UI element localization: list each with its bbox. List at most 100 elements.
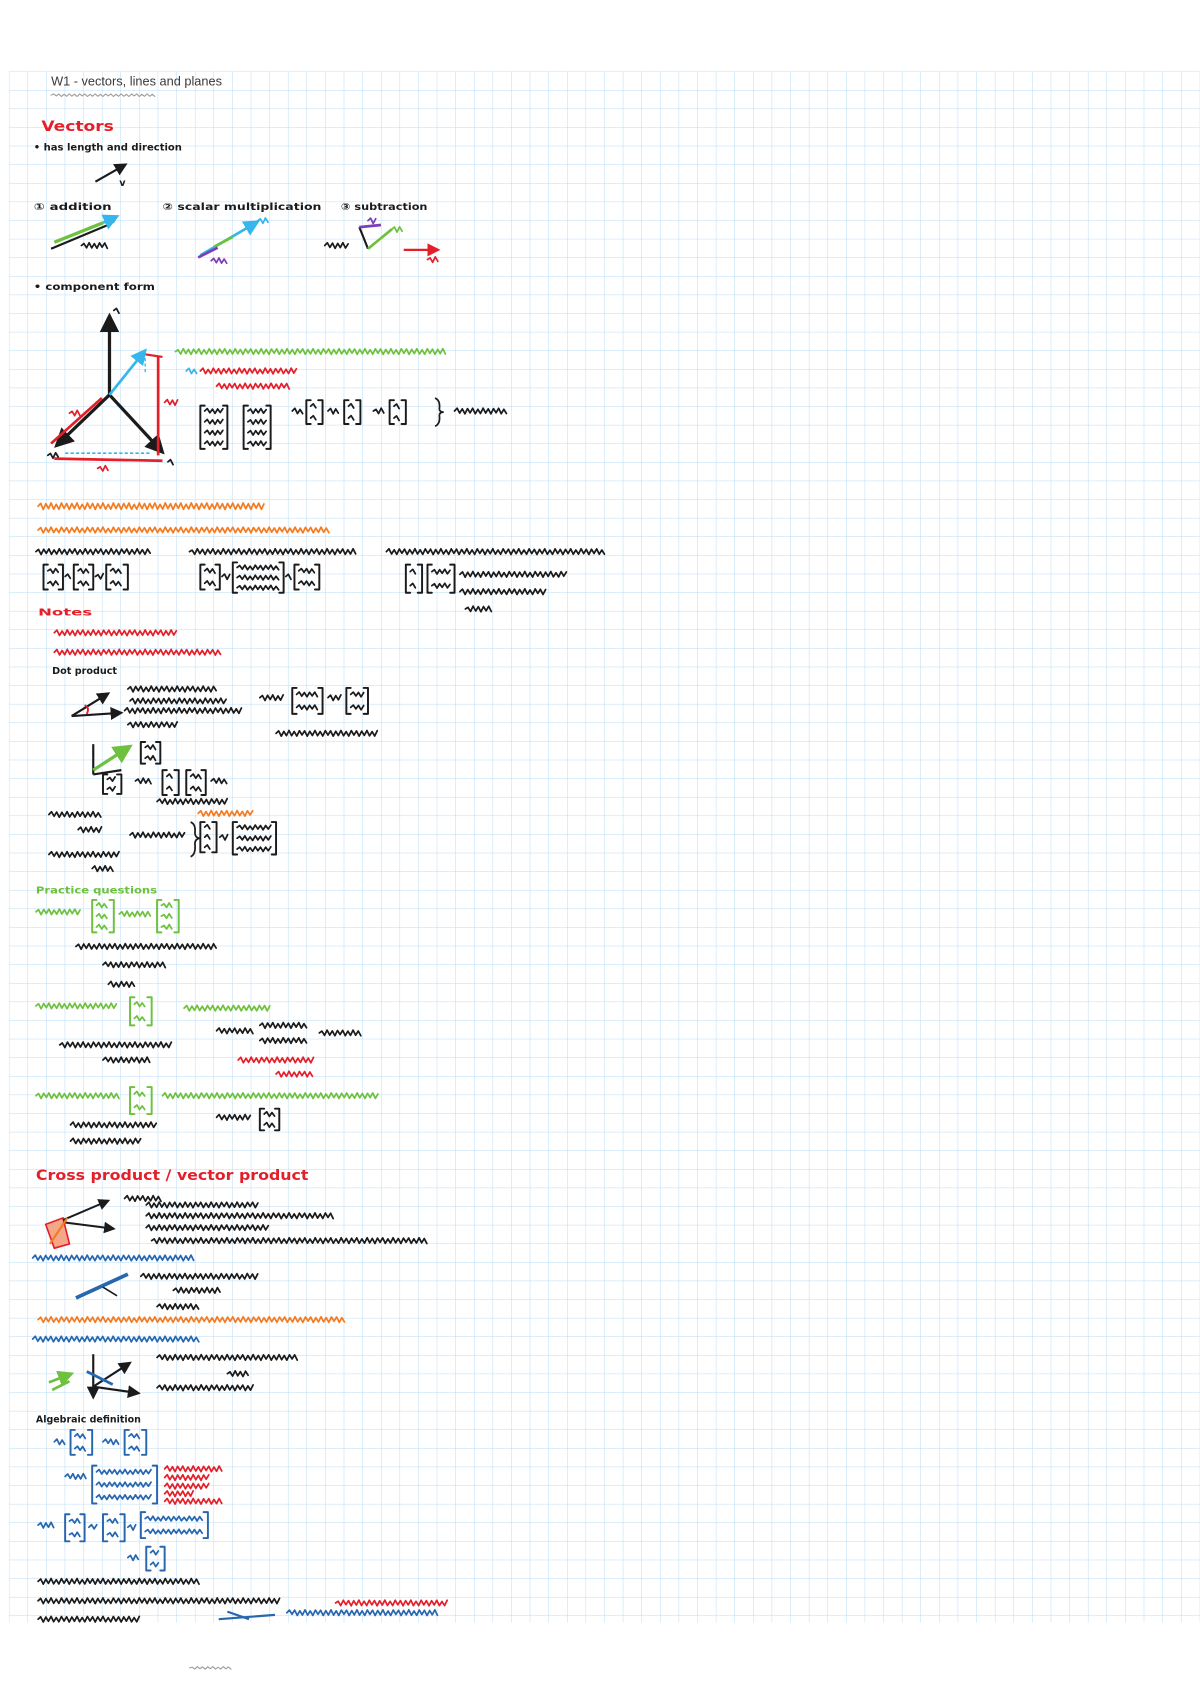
cross-product-diagram xyxy=(44,1199,116,1250)
matrix-bracket-left xyxy=(129,996,136,1027)
matrix-bracket-right xyxy=(214,563,221,591)
handwriting-scribble xyxy=(46,567,60,575)
handwriting-scribble xyxy=(215,1113,252,1122)
handwriting-scribble xyxy=(127,721,179,729)
handwriting-scribble xyxy=(459,587,547,596)
handwriting-scribble xyxy=(226,1369,250,1378)
cross-product-example-diagram xyxy=(75,1272,129,1300)
handwriting-scribble xyxy=(385,547,606,556)
handwriting-scribble xyxy=(295,704,319,711)
handwriting-scribble xyxy=(172,1286,221,1295)
handwriting-scribble xyxy=(107,980,136,988)
handwriting-scribble xyxy=(263,1110,276,1118)
handwriting-scribble xyxy=(46,451,60,460)
vector-b xyxy=(101,214,120,230)
handwriting-scribble xyxy=(109,567,122,575)
vector-label: v xyxy=(119,178,126,189)
matrix-bracket-left xyxy=(388,399,395,425)
handwriting-scribble xyxy=(35,1002,118,1010)
handwriting-scribble xyxy=(88,1523,98,1530)
matrix-bracket-left xyxy=(102,1513,109,1543)
page-title: W1 - vectors, lines and planes xyxy=(51,74,222,88)
matrix-bracket-right xyxy=(400,399,407,425)
matrix-bracket-right xyxy=(119,1513,126,1543)
handwriting-scribble xyxy=(112,307,120,315)
handwriting-scribble xyxy=(68,409,81,417)
matrix-bracket-left xyxy=(291,686,298,715)
handwriting-scribble xyxy=(203,567,216,575)
handwriting-scribble xyxy=(95,1481,152,1488)
vector-a xyxy=(53,221,104,244)
handwriting-scribble xyxy=(106,785,116,792)
handwriting-scribble xyxy=(258,1021,308,1030)
matrix-bracket-left xyxy=(139,1511,147,1540)
has-length-note: • has length and direction xyxy=(34,142,182,153)
x-axis xyxy=(54,393,111,448)
handwriting-scribble xyxy=(139,1272,259,1281)
handwriting-scribble xyxy=(156,1384,254,1392)
matrix-bracket-right xyxy=(362,686,369,715)
vector-sketch xyxy=(94,163,128,183)
right-hand-rule-diagram xyxy=(48,1354,141,1400)
handwriting-scribble xyxy=(129,697,227,705)
handwriting-scribble xyxy=(275,729,379,738)
handwriting-scribble xyxy=(210,777,228,785)
matrix-bracket-left xyxy=(199,821,206,854)
handwriting-scribble xyxy=(161,1092,379,1100)
handwriting-scribble xyxy=(145,1223,270,1232)
matrix-bracket-left xyxy=(129,1086,136,1116)
addition-heading: ① addition xyxy=(34,202,112,213)
handwriting-scribble xyxy=(50,93,156,98)
addition-diagram xyxy=(50,214,120,250)
handwriting-scribble xyxy=(156,1302,200,1311)
handwriting-scribble xyxy=(160,912,173,920)
handwriting-scribble xyxy=(426,256,439,264)
matrix-bracket-left xyxy=(91,898,98,934)
curly-brace xyxy=(434,397,444,427)
handwriting-scribble xyxy=(210,256,228,265)
curly-brace xyxy=(190,821,200,858)
matrix-bracket-left xyxy=(91,1464,98,1505)
handwriting-scribble xyxy=(37,1315,346,1324)
matrix-bracket-right xyxy=(211,821,218,854)
handwriting-scribble xyxy=(236,824,272,831)
matrix-bracket-right xyxy=(116,773,123,795)
handwriting-scribble xyxy=(150,1236,428,1245)
handwriting-scribble xyxy=(393,403,401,410)
handwriting-scribble xyxy=(203,440,224,447)
handwriting-scribble xyxy=(58,1041,173,1049)
handwriting-scribble xyxy=(31,1254,195,1262)
axis xyxy=(93,1385,141,1399)
matrix-bracket-right xyxy=(317,399,324,425)
handwriting-scribble xyxy=(160,902,173,909)
handwriting-scribble xyxy=(163,1482,210,1490)
handwriting-scribble xyxy=(69,1121,158,1129)
handwriting-scribble xyxy=(37,526,330,534)
handwriting-scribble xyxy=(215,382,291,390)
handwriting-scribble xyxy=(203,429,224,436)
handwriting-scribble xyxy=(53,648,222,656)
matrix-bracket-left xyxy=(145,1545,152,1572)
handwriting-scribble xyxy=(75,942,217,951)
matrix-bracket-right xyxy=(57,563,64,591)
handwriting-scribble xyxy=(409,568,417,575)
handwriting-scribble xyxy=(323,241,349,250)
handwriting-scribble xyxy=(393,415,401,422)
handwriting-scribble xyxy=(464,605,493,613)
handwriting-scribble xyxy=(318,1029,362,1037)
matrix-bracket-left xyxy=(343,399,350,425)
handwriting-scribble xyxy=(284,573,292,581)
scalar-multiplication-diagram xyxy=(197,220,260,259)
handwriting-scribble xyxy=(74,1432,87,1440)
matrix-bracket-right xyxy=(122,563,129,591)
component-example-diagram xyxy=(92,744,133,776)
practice-questions-heading: Practice questions xyxy=(36,885,157,896)
handwriting-scribble xyxy=(203,833,211,840)
matrix-bracket-left xyxy=(426,563,433,594)
matrix-bracket-left xyxy=(64,1513,71,1543)
handwriting-scribble xyxy=(95,923,108,931)
cross-product-heading: Cross product / vector product xyxy=(36,1168,309,1184)
handwriting-scribble xyxy=(156,1353,299,1362)
handwriting-scribble xyxy=(149,1561,160,1568)
matrix-bracket-right xyxy=(155,741,162,765)
